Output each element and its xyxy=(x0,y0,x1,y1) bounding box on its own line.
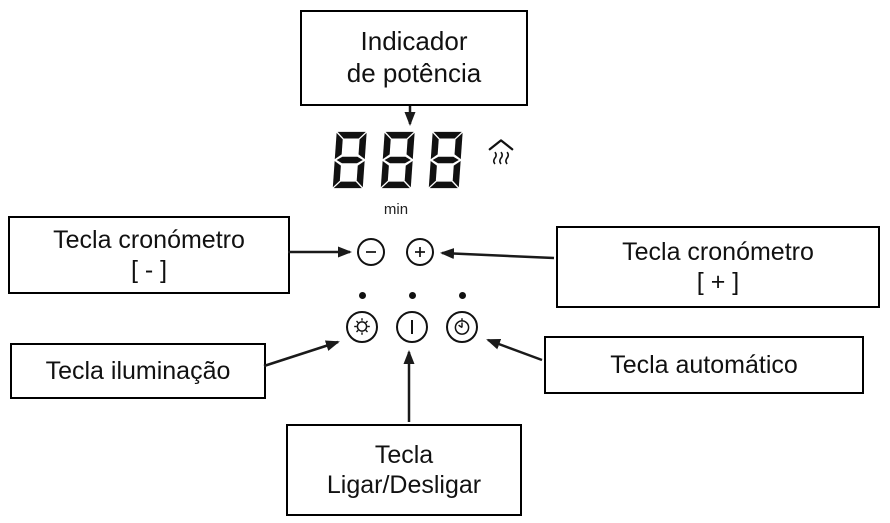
label-line: Tecla iluminação xyxy=(45,356,231,385)
clock-icon xyxy=(454,318,470,335)
label-line: [ - ] xyxy=(130,256,168,284)
label-timer-plus-key: Tecla cronómetro [ + ] xyxy=(556,226,880,308)
bulb-icon xyxy=(354,318,370,335)
light-led-indicator xyxy=(359,292,366,299)
label-line: Ligar/Desligar xyxy=(326,471,482,499)
arrow-timer-plus xyxy=(440,248,555,260)
automatic-key xyxy=(446,311,478,343)
plus-icon xyxy=(415,247,425,257)
light-key xyxy=(346,311,378,343)
label-automatic-key: Tecla automático xyxy=(544,336,864,394)
timer-minus-key xyxy=(357,238,385,266)
label-timer-minus-key: Tecla cronómetro [ - ] xyxy=(8,216,290,294)
power-display-digits xyxy=(328,130,466,190)
label-line: Indicador xyxy=(360,26,468,57)
timer-plus-key xyxy=(406,238,434,266)
label-on-off-key: Tecla Ligar/Desligar xyxy=(286,424,522,516)
arrow-light xyxy=(263,340,340,368)
extractor-hood-icon xyxy=(488,139,514,165)
label-light-key: Tecla iluminação xyxy=(10,343,266,399)
on-off-led-indicator xyxy=(409,292,416,299)
label-line: de potência xyxy=(346,58,482,88)
label-line: Tecla cronómetro xyxy=(622,237,814,266)
automatic-led-indicator xyxy=(459,292,466,299)
power-bar-icon xyxy=(411,320,413,334)
label-line: [ + ] xyxy=(696,268,740,296)
label-line: Tecla automático xyxy=(610,350,798,379)
min-unit-label: min xyxy=(383,201,409,218)
on-off-key xyxy=(396,311,428,343)
arrow-automatic xyxy=(486,338,543,362)
label-line: Tecla xyxy=(374,440,434,469)
minus-icon xyxy=(366,251,376,253)
label-power-indicator: Indicador de potência xyxy=(300,10,528,106)
label-line: Tecla cronómetro xyxy=(53,225,245,254)
